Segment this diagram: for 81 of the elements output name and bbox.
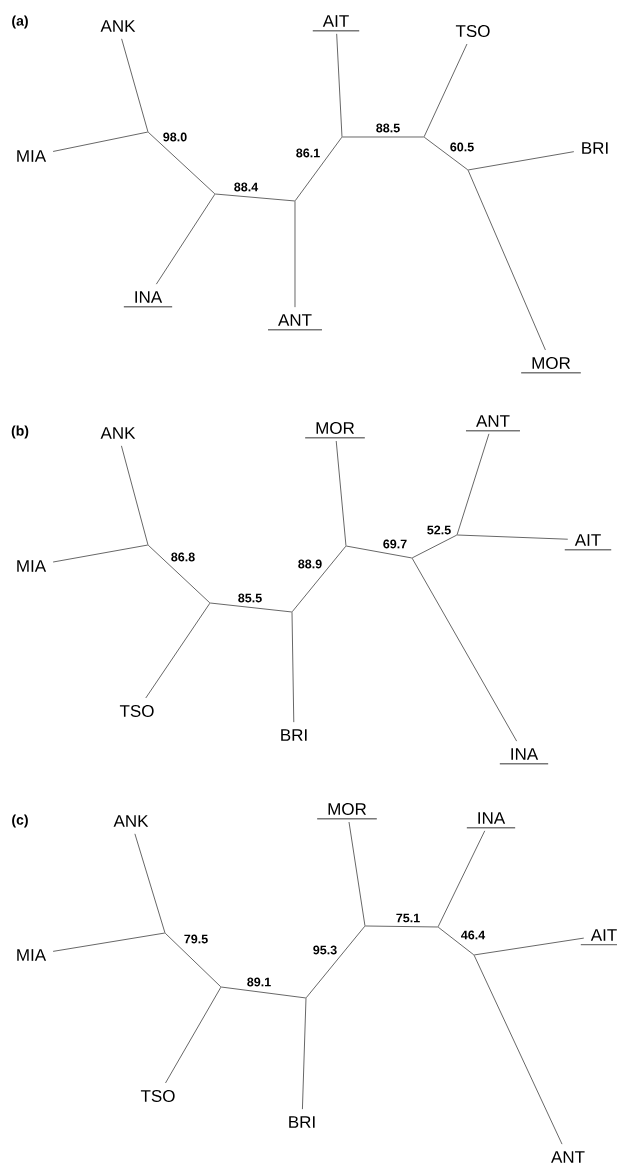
tree-branch <box>348 821 366 926</box>
bootstrap-value: 79.5 <box>184 934 208 944</box>
tree-branch <box>365 925 438 928</box>
tree-branch <box>215 193 295 202</box>
tree-branch <box>164 932 222 988</box>
taxon-label: BRI <box>289 1116 315 1128</box>
bootstrap-value: 95.3 <box>313 945 337 955</box>
panel-label: (a) <box>12 15 28 29</box>
taxon-label: ANK <box>113 815 149 827</box>
bootstrap-value: 60.5 <box>450 142 474 152</box>
tree-branch <box>165 987 222 1084</box>
panel-label: (b) <box>11 425 29 439</box>
tree-branch <box>411 558 517 742</box>
bootstrap-value: 88.9 <box>298 559 322 569</box>
taxon-label: TSO <box>455 24 490 37</box>
taxon-label: AIT <box>564 534 612 551</box>
taxon-label: MIA <box>17 150 47 162</box>
bootstrap-value: 85.5 <box>238 593 262 603</box>
tree-branch <box>221 986 306 999</box>
tree-branch <box>291 612 295 723</box>
taxon-label: ANK <box>100 427 136 439</box>
tree-branch <box>457 534 569 540</box>
tree-branch <box>52 131 148 152</box>
tree-branch <box>52 544 148 563</box>
tree-branch <box>467 170 546 351</box>
tree-branch <box>437 926 475 956</box>
tree-branch <box>156 194 216 285</box>
taxon-label: MOR <box>520 356 582 374</box>
taxon-label: TSO <box>140 1089 175 1102</box>
tree-branch <box>335 440 347 546</box>
taxon-label: ANT <box>267 314 323 331</box>
tree-branch <box>346 545 412 559</box>
tree-branch <box>456 433 490 535</box>
tree-branch <box>134 833 166 933</box>
tree-branch <box>145 603 211 699</box>
tree-branch <box>121 445 149 545</box>
bootstrap-value: 86.8 <box>171 552 195 562</box>
tree-branch <box>305 925 366 998</box>
bootstrap-value: 88.5 <box>376 123 400 133</box>
bootstrap-value: 98.0 <box>163 132 187 142</box>
tree-branch <box>302 998 307 1110</box>
taxon-label: ANK <box>100 20 136 32</box>
taxon-label: MIA <box>17 949 47 961</box>
tree-branch <box>294 201 296 308</box>
tree-branch <box>210 602 292 613</box>
bootstrap-value: 89.1 <box>247 977 271 987</box>
taxon-label: INA <box>466 812 516 829</box>
tree-branch <box>291 545 347 612</box>
taxon-label: INA <box>499 748 549 765</box>
tree-branch <box>294 137 343 201</box>
bootstrap-value: 86.1 <box>296 148 320 158</box>
bootstrap-value: 52.5 <box>427 525 451 535</box>
tree-branch <box>342 136 424 138</box>
taxon-label: MIA <box>17 560 47 572</box>
taxon-label: AIT <box>580 929 617 946</box>
bootstrap-value: 88.4 <box>234 182 259 192</box>
tree-branch <box>437 830 486 927</box>
tree-branch <box>473 955 563 1145</box>
taxon-label: BRI <box>582 142 608 154</box>
tree-branch <box>474 937 585 956</box>
tree-branch <box>336 33 343 137</box>
tree-branch <box>147 131 216 195</box>
taxon-label: BRI <box>281 729 307 741</box>
tree-branch <box>468 151 575 171</box>
taxon-label: MOR <box>316 802 378 820</box>
taxon-label: ANT <box>465 415 521 432</box>
tree-branch <box>52 932 165 952</box>
tree-branch <box>412 534 457 559</box>
taxon-label: TSO <box>119 704 154 717</box>
taxon-label: AIT <box>312 15 360 32</box>
bootstrap-value: 46.4 <box>461 930 486 940</box>
panel-label: (c) <box>12 814 28 828</box>
tree-branch <box>147 544 211 604</box>
bootstrap-value: 69.7 <box>383 539 407 549</box>
taxon-label: ANT <box>551 1151 585 1163</box>
taxon-label: MOR <box>304 421 366 439</box>
tree-branch <box>121 38 149 132</box>
taxon-label: INA <box>123 291 173 308</box>
tree-branch <box>423 136 469 171</box>
tree-branch <box>423 43 468 137</box>
bootstrap-value: 75.1 <box>396 913 420 923</box>
